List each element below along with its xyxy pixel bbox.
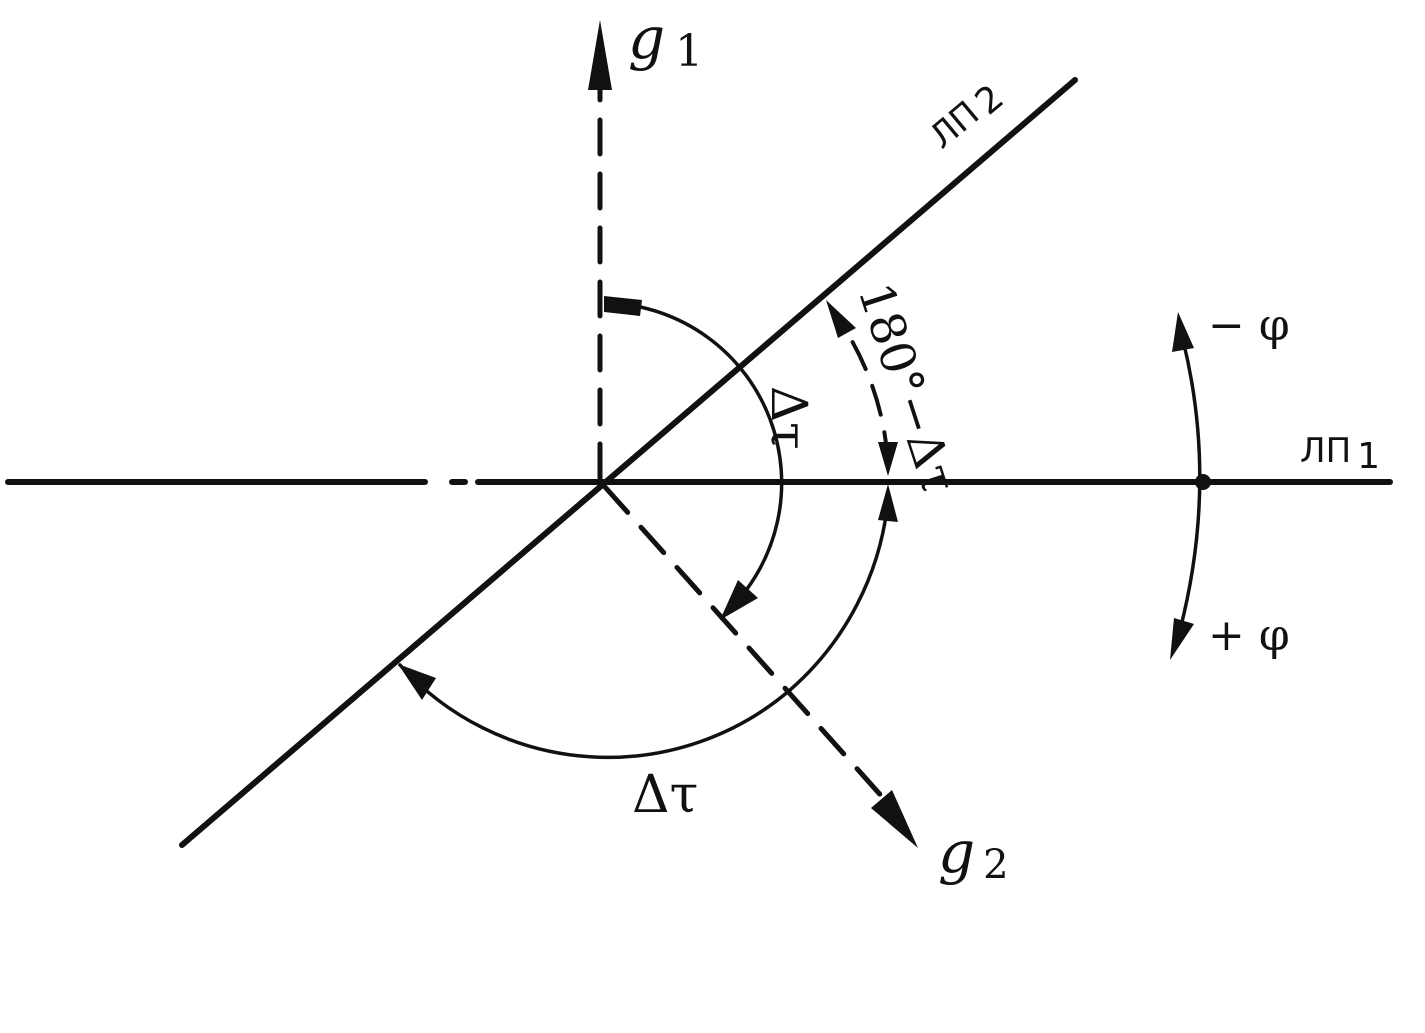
plus-phi-label: + φ xyxy=(1208,610,1290,661)
plus-phi-arrowhead xyxy=(1170,618,1194,660)
lp2-line xyxy=(179,77,1078,848)
inner-delta-tau-arc xyxy=(608,301,784,614)
bottom-delta-tau-label: Δτ xyxy=(632,765,698,825)
g2-arrowhead xyxy=(871,790,918,848)
g1-arrowhead xyxy=(588,20,612,90)
supplement-arc-lower-arrowhead xyxy=(878,484,898,522)
minus-phi-arrowhead xyxy=(1172,312,1194,352)
bottom-arc-arrowhead xyxy=(398,664,436,700)
inner-arc-arrowhead xyxy=(720,580,758,620)
bottom-delta-tau-arc xyxy=(398,663,792,760)
supplement-arc-mid-arrowhead xyxy=(878,442,898,476)
supplement-arc-upper-arrowhead xyxy=(826,300,856,338)
g2-axis xyxy=(602,484,888,803)
inner-arc-start-tick xyxy=(604,296,642,316)
supplement-arc-lower xyxy=(788,498,890,692)
inner-delta-tau-label: Δτ xyxy=(760,386,818,450)
phi-pivot-point xyxy=(1195,474,1211,490)
minus-phi-label: − φ xyxy=(1208,300,1290,351)
supplement-angle-label: 180°−Δτ xyxy=(847,276,967,500)
